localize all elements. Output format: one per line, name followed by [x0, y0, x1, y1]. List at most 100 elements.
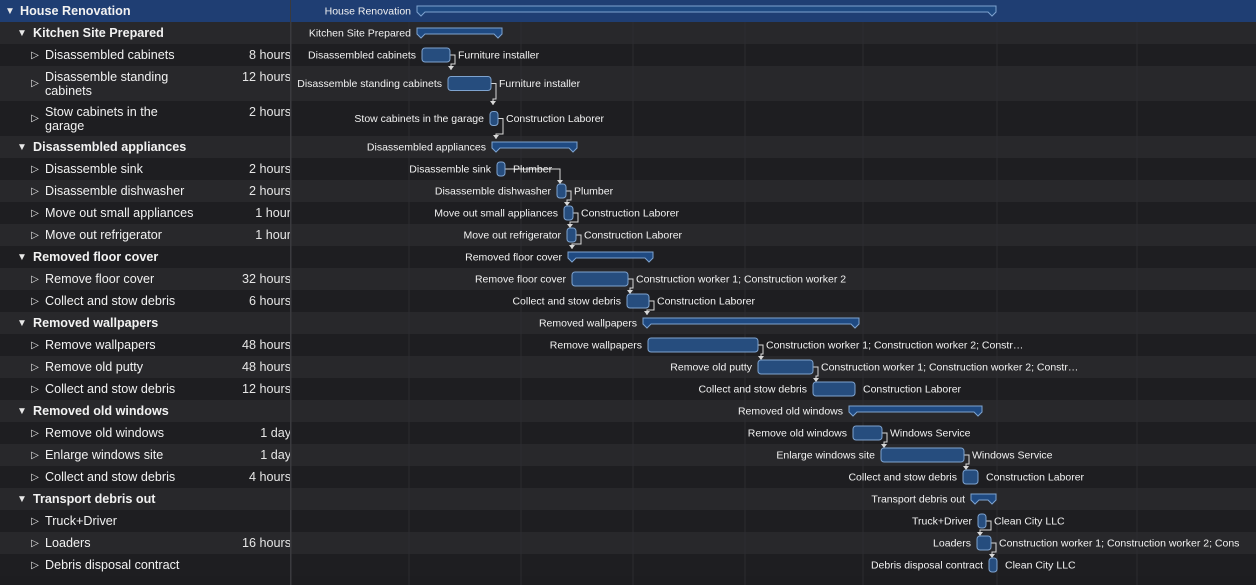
collapsed-triangle-icon[interactable]: ▷: [31, 449, 39, 461]
bar-label: Disassemble standing cabinets: [297, 78, 442, 90]
task-duration: 12 hours: [241, 382, 291, 396]
expanded-triangle-icon[interactable]: ▼: [17, 27, 27, 39]
task-duration: 8 hours: [248, 48, 291, 62]
task-bar[interactable]: [421, 47, 451, 63]
task-bar[interactable]: [880, 447, 965, 463]
task-bar[interactable]: [563, 205, 574, 221]
bar-label: Disassemble sink: [409, 164, 491, 176]
summary-bar[interactable]: [491, 141, 578, 153]
task-bar[interactable]: [962, 469, 979, 485]
collapsed-triangle-icon[interactable]: ▷: [31, 515, 39, 527]
task-name: Debris disposal contract: [45, 558, 180, 572]
collapsed-triangle-icon[interactable]: ▷: [31, 113, 39, 124]
expanded-triangle-icon[interactable]: ▼: [5, 5, 15, 17]
collapsed-triangle-icon[interactable]: ▷: [31, 163, 39, 175]
expanded-triangle-icon[interactable]: ▼: [17, 317, 27, 329]
summary-bar[interactable]: [567, 251, 654, 263]
summary-bar[interactable]: [642, 317, 860, 329]
task-bar[interactable]: [647, 337, 759, 353]
outline-group-row[interactable]: ▼ Removed floor cover: [0, 246, 291, 268]
task-bar[interactable]: [556, 183, 567, 199]
row-background: [0, 158, 1256, 180]
task-bar[interactable]: [976, 535, 992, 551]
outline-group-row[interactable]: ▼Kitchen Site Prepared: [0, 22, 291, 44]
task-bar[interactable]: [757, 359, 814, 375]
collapsed-triangle-icon[interactable]: ▷: [31, 49, 39, 61]
outline-group-row[interactable]: ▼Removed old windows: [0, 400, 291, 422]
summary-bar[interactable]: [970, 493, 997, 505]
collapsed-triangle-icon[interactable]: ▷: [31, 207, 39, 219]
collapsed-triangle-icon[interactable]: ▷: [31, 295, 39, 307]
collapsed-triangle-icon[interactable]: ▷: [31, 361, 39, 373]
row-background: [0, 101, 1256, 136]
outline-group-row[interactable]: ▼Transport debris out: [0, 488, 291, 510]
task-bar[interactable]: [489, 111, 499, 126]
dependency-arrowhead: [989, 554, 995, 558]
summary-bar[interactable]: [416, 27, 503, 39]
collapsed-triangle-icon[interactable]: ▷: [31, 471, 39, 483]
task-bar[interactable]: [571, 271, 629, 287]
resource-label: Construction worker 1; Construction work…: [999, 538, 1239, 550]
task-bar[interactable]: [988, 557, 998, 573]
task-bar[interactable]: [626, 293, 650, 309]
outline-group-row[interactable]: ▼Removed wallpapers: [0, 312, 291, 334]
dependency-arrowhead: [627, 290, 633, 294]
collapsed-triangle-icon[interactable]: ▷: [31, 229, 39, 241]
outline-group-row[interactable]: ▼Disassembled appliances: [0, 136, 291, 158]
dependency-arrowhead: [564, 202, 570, 206]
dependency-arrowhead: [758, 356, 764, 360]
collapsed-triangle-icon[interactable]: ▷: [31, 383, 39, 395]
bar-label: Move out small appliances: [434, 208, 558, 220]
row-background: [0, 422, 1256, 444]
expanded-triangle-icon[interactable]: ▼: [17, 405, 27, 417]
expanded-triangle-icon[interactable]: ▼: [17, 141, 27, 153]
expanded-triangle-icon[interactable]: ▼: [17, 493, 27, 505]
bar-label: Removed floor cover: [465, 252, 562, 264]
collapsed-triangle-icon[interactable]: ▷: [31, 427, 39, 439]
task-bar[interactable]: [447, 76, 492, 91]
task-bar[interactable]: [496, 161, 506, 177]
task-bar[interactable]: [566, 227, 577, 243]
resource-label: Construction Laborer: [986, 472, 1085, 484]
collapsed-triangle-icon[interactable]: ▷: [31, 537, 39, 549]
task-name: Remove floor cover: [45, 272, 155, 286]
outline-pane: ▼House Renovation▼Kitchen Site Prepared▷…: [0, 0, 291, 585]
summary-bar[interactable]: [416, 5, 997, 17]
dependency-link: [505, 168, 561, 184]
task-name: Removed floor cover: [33, 250, 159, 264]
summary-bar[interactable]: [848, 405, 983, 417]
collapsed-triangle-icon[interactable]: ▷: [31, 185, 39, 197]
task-bar[interactable]: [812, 381, 856, 397]
expanded-triangle-icon[interactable]: ▼: [17, 251, 27, 263]
bar-label: Move out refrigerator: [464, 230, 562, 242]
bar-label: Loaders: [933, 538, 971, 550]
row-background: [0, 334, 1256, 356]
collapsed-triangle-icon[interactable]: ▷: [31, 339, 39, 351]
task-bar[interactable]: [852, 425, 883, 441]
collapsed-triangle-icon[interactable]: ▷: [31, 78, 39, 89]
collapsed-triangle-icon[interactable]: ▷: [31, 273, 39, 285]
outline-task-row[interactable]: ▷ Debris disposal contract: [0, 554, 291, 576]
outline-group-row[interactable]: ▼House Renovation: [0, 0, 291, 22]
collapsed-triangle-icon[interactable]: ▷: [31, 559, 39, 571]
dependency-arrowhead: [567, 224, 573, 228]
task-bar[interactable]: [977, 513, 987, 529]
outline-task-row[interactable]: ▷Truck+Driver: [0, 510, 291, 532]
